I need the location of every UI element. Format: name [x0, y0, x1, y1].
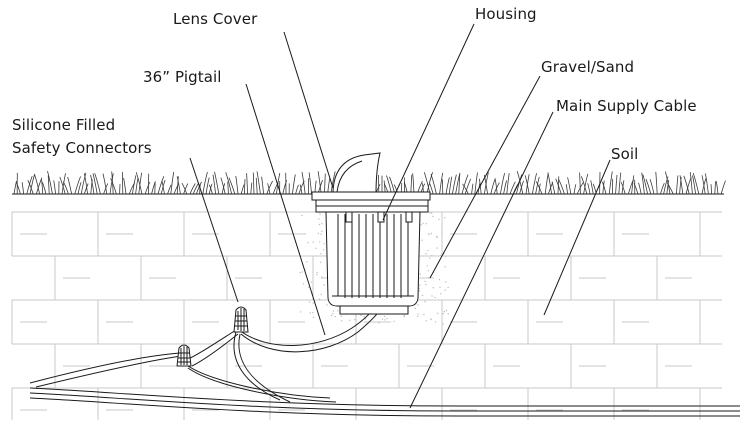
splice-branch-wire-2: [35, 355, 183, 388]
label-silicone-filled: Silicone Filled: [12, 116, 116, 134]
buried-cables: [29, 303, 740, 417]
leader-housing: [382, 23, 475, 221]
main-supply-cable-wire-2: [29, 392, 740, 412]
leader-gravel-sand: [429, 75, 541, 279]
leader-lens-cover: [283, 31, 334, 189]
light-fixture: [311, 152, 431, 315]
label-pigtail: 36” Pigtail: [143, 68, 222, 86]
main-supply-cable-wire-3: [29, 397, 740, 417]
label-main-supply-cable: Main Supply Cable: [556, 97, 697, 115]
label-lens-cover: Lens Cover: [173, 10, 258, 28]
connector-drop-wire-2: [238, 333, 291, 403]
safety-connector-upper: [233, 306, 249, 333]
lens-cover-shape: [332, 152, 381, 195]
label-housing: Housing: [475, 5, 537, 23]
safety-connector-lower: [176, 344, 192, 367]
splice-branch-wire-1: [29, 352, 181, 384]
pigtail-wire-2: [240, 305, 384, 353]
leader-pigtail: [245, 83, 326, 336]
connector-to-cable-wire-1: [184, 363, 331, 399]
soil-brick-pattern: [11, 211, 722, 420]
label-soil: Soil: [611, 145, 639, 163]
leader-main-supply-cable: [409, 111, 554, 409]
main-supply-cable-wire-1: [29, 387, 740, 407]
connector-to-cable-wire-2: [187, 367, 337, 403]
label-safety-connectors: Safety Connectors: [12, 139, 152, 157]
leader-silicone-connectors: [189, 157, 239, 303]
connector-drop-wire-1: [233, 331, 281, 401]
connector-link-wire-2: [191, 333, 239, 367]
leader-lines: [189, 23, 611, 409]
leader-soil: [543, 159, 611, 316]
label-gravel-sand: Gravel/Sand: [541, 58, 635, 76]
connector-link-wire-1: [185, 329, 237, 361]
